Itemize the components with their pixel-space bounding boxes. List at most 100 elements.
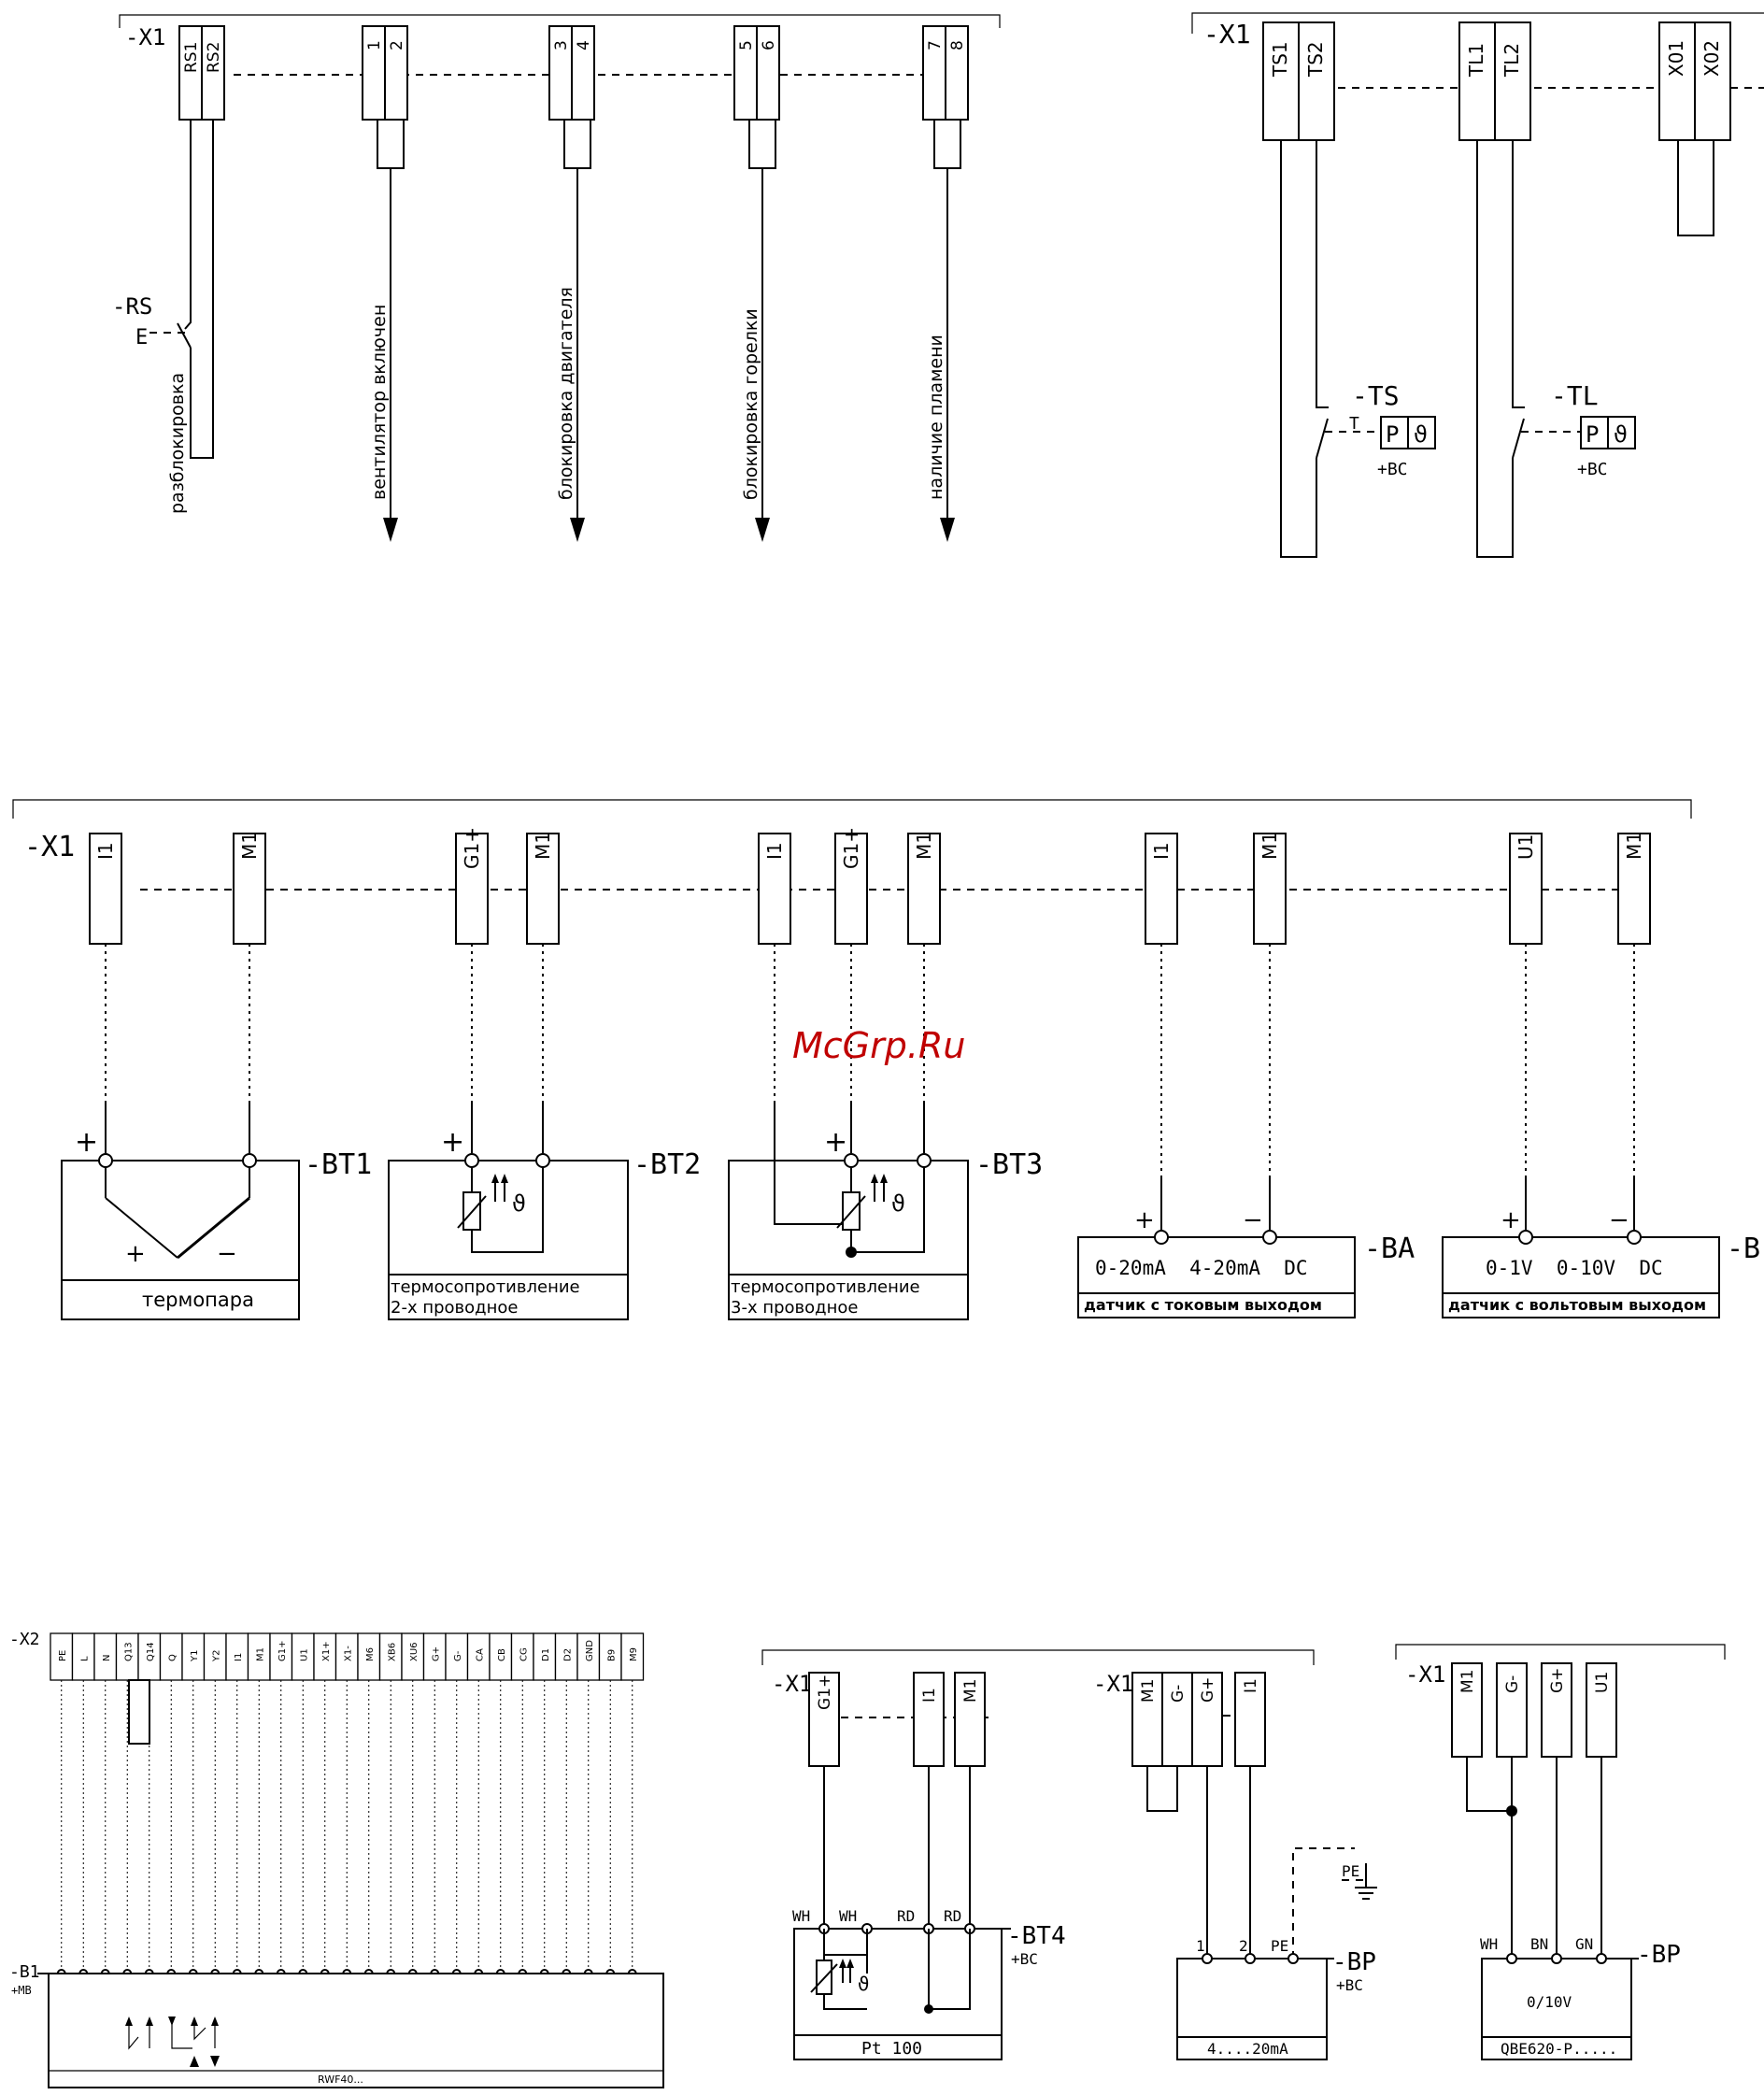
connector-label: -X1 — [772, 1671, 812, 1697]
panel-bottom-mid2: -X1 M1 G- G+ I1 PE 1 2 PE -BP +BC 4....2… — [1093, 1671, 1377, 2060]
sensor-theta-label: ϑ — [1614, 421, 1628, 448]
device-ref: -BP — [1332, 1948, 1376, 1976]
terminal-label: 7 — [926, 40, 945, 50]
pressure-transmitter-device — [1176, 1958, 1328, 2060]
minus-sign: − — [1243, 1206, 1263, 1234]
x2-terminal-label: Q14 — [146, 1642, 156, 1661]
terminal-label: G1+ — [840, 827, 862, 869]
panel-frame — [1191, 12, 1764, 34]
x2-terminal-label: Y2 — [211, 1650, 221, 1662]
terminal-label: M1 — [1623, 832, 1645, 860]
tl-ref: -TL — [1551, 380, 1599, 411]
x2-terminal-label: D2 — [562, 1648, 573, 1661]
switch-contact — [177, 322, 192, 349]
x2-terminal-label: D1 — [541, 1648, 551, 1661]
terminal-label: X01 — [1665, 40, 1687, 77]
terminal-label: G+ — [1199, 1677, 1217, 1703]
watermark: McGrp.Ru — [792, 1025, 965, 1066]
panel-top-left: -X1 RS1 RS2 -RS E разблокировка 1 2 вент… — [112, 14, 1001, 542]
terminal-label: 3 — [552, 40, 571, 50]
pin-label: 2 — [1239, 1937, 1248, 1955]
terminal-label: U1 — [1593, 1672, 1612, 1693]
x2-terminal-label: X1- — [343, 1646, 353, 1661]
terminal-label: 6 — [760, 40, 778, 50]
x2-terminal-label: PE — [58, 1650, 68, 1661]
device-label: датчик с вольтовым выходом — [1448, 1296, 1706, 1314]
wire-color: RD — [944, 1907, 961, 1925]
location-label: +BC — [1377, 460, 1408, 479]
x2-terminal-label: GND — [585, 1640, 595, 1661]
x2-terminal-label: CG — [519, 1647, 529, 1661]
sensor-bt3: I1 G1+ M1 ϑ + -BT3 термо — [728, 827, 1043, 1320]
connector-label: -X1 — [1093, 1671, 1133, 1697]
theta-symbol: ϑ — [858, 1973, 869, 1995]
x2-terminal-label: B9 — [606, 1649, 617, 1661]
device-ref: -B — [1727, 1233, 1760, 1265]
panel-middle: -X1 I1 M1 + + − -BT1 термопара — [12, 799, 1760, 1320]
panel-top-right: -X1 TS1 TS2 -TS T P ϑ +BC TL1 TL2 -TL P … — [1191, 12, 1764, 558]
x2-terminal-label: Y1 — [190, 1650, 200, 1662]
terminal-label: 2 — [388, 40, 406, 50]
sensor-p-label: P — [1586, 421, 1599, 448]
x2-terminal-label: U1 — [299, 1648, 309, 1661]
sensor-bt2: G1+ M1 ϑ + -BT2 термосопротивление 2-х п… — [388, 827, 701, 1320]
device-label-2: 3-х проводное — [731, 1298, 858, 1318]
terminal-label: 1 — [365, 40, 384, 50]
terminal-label: I1 — [920, 1688, 939, 1703]
terminal-label: TS1 — [1269, 41, 1291, 78]
plus-sign: + — [441, 1126, 464, 1159]
switch-letter: E — [135, 326, 148, 349]
terminal-label: 5 — [737, 40, 756, 50]
arrow-down — [755, 518, 770, 542]
plus-sign: + — [824, 1126, 847, 1159]
x2-terminal-label: G+ — [431, 1646, 441, 1661]
x2-terminal-label: M1 — [255, 1647, 265, 1661]
sensor-p-label: P — [1386, 421, 1399, 448]
arrow-down — [940, 518, 955, 542]
qbe620-device — [1481, 1958, 1632, 2060]
sensor-bt1: I1 M1 + + − -BT1 термопара — [61, 832, 372, 1320]
terminal-block-5-6: 5 6 блокировка горелки — [733, 25, 780, 542]
device-ref: -BT2 — [633, 1148, 701, 1181]
x2-terminal-label: G- — [453, 1650, 463, 1661]
connector-label: -X1 — [125, 24, 165, 50]
minus-sign: − — [217, 1240, 237, 1268]
x2-terminal-label: Q13 — [123, 1642, 134, 1661]
panel-frame — [12, 799, 1692, 819]
wire-color: WH — [1480, 1935, 1498, 1953]
device-label: термосопротивление — [391, 1277, 580, 1297]
terminal-label: I1 — [1242, 1678, 1260, 1693]
plus-sign: + — [1501, 1206, 1521, 1234]
panel-bottom-right: -X1 M1 G- G+ U1 WH BN GN -BP 0/10V QBE62… — [1395, 1644, 1726, 2060]
device-label: датчик с токовым выходом — [1084, 1296, 1322, 1314]
plus-sign: + — [75, 1126, 98, 1159]
switch-ref: -RS — [112, 293, 152, 320]
x2-terminal-label: CB — [497, 1648, 507, 1661]
device-ref: -BT1 — [305, 1148, 372, 1181]
relay-contacts — [125, 2017, 220, 2067]
sensor-ba: I1 M1 + − -BA 0-20mA 4-20mA DC датчик с … — [1077, 832, 1415, 1318]
terminal-block-7-8: 7 8 наличие пламени — [922, 25, 969, 542]
location-label: +MB — [11, 1984, 32, 1997]
minus-sign: − — [1609, 1206, 1629, 1234]
panel-frame — [119, 14, 1001, 28]
terminal-label: U1 — [1515, 834, 1537, 860]
x2-terminal-label: L — [79, 1656, 90, 1661]
terminal-block-3-4: 3 4 блокировка двигателя — [548, 25, 595, 542]
x2-terminal-label: XB6 — [387, 1643, 397, 1661]
device-label: термосопротивление — [731, 1277, 920, 1297]
signal-label-flame: наличие пламени — [926, 335, 946, 500]
terminal-label: 4 — [575, 40, 593, 50]
signal-label-fan-on: вентилятор включен — [369, 305, 390, 500]
connector-label: -X1 — [1203, 19, 1251, 50]
terminal-label: G+ — [1548, 1668, 1567, 1693]
panel-bottom-mid: -X1 G1+ I1 M1 ϑ WH WH RD RD -BT4 — [761, 1649, 1315, 2060]
x2-terminal-label: CA — [475, 1648, 485, 1661]
wire-color: RD — [897, 1907, 915, 1925]
device-label-2: 2-х проводное — [391, 1298, 518, 1318]
x2-terminal-label: G1+ — [277, 1641, 288, 1662]
terminal-label: G- — [1503, 1675, 1522, 1693]
device-ref: -BT4 — [1007, 1922, 1066, 1950]
pe-label: PE — [1342, 1862, 1359, 1880]
